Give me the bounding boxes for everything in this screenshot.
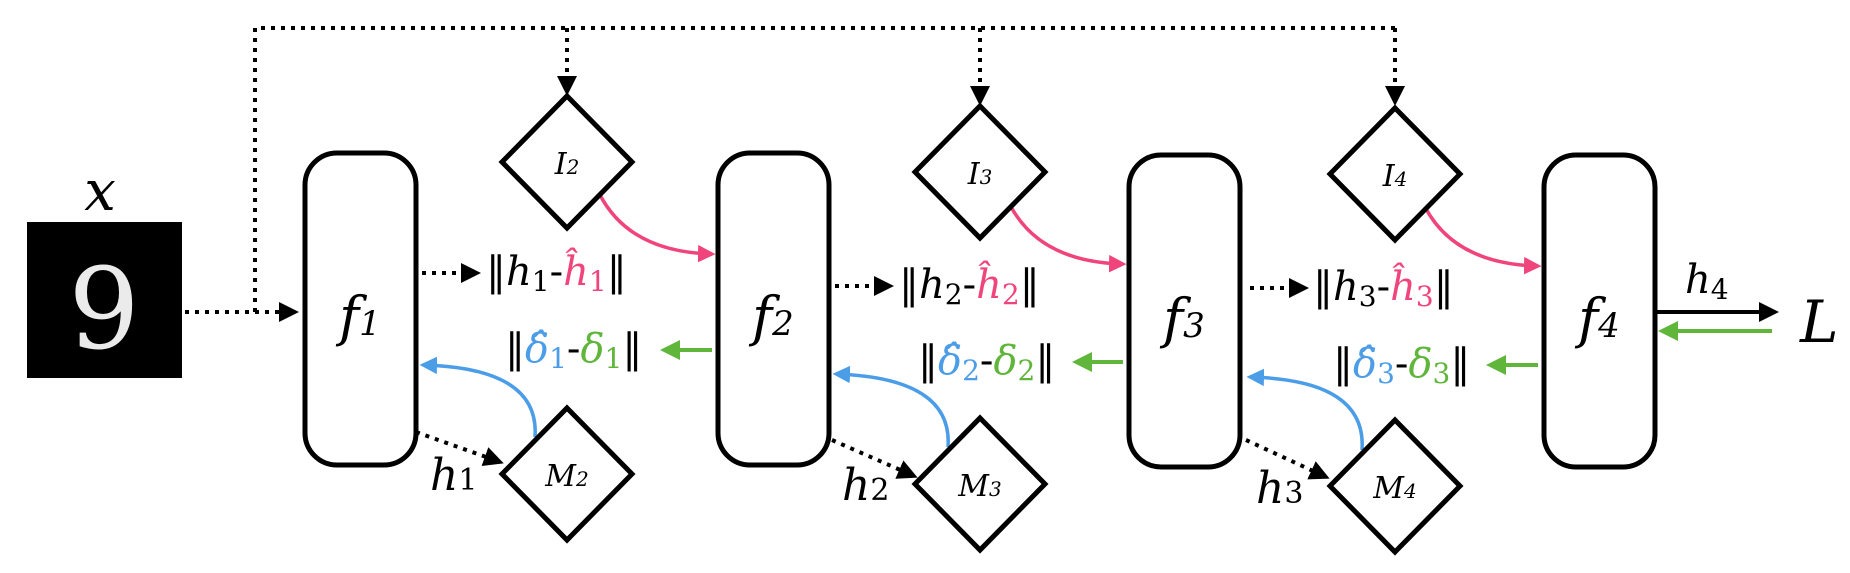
input-image: 9	[27, 222, 182, 378]
hidden-label-h1: h1	[430, 450, 477, 501]
diamond-M2	[498, 404, 636, 544]
label-I3: I3	[967, 157, 993, 192]
grad-loss-2: ‖δ̂2-δ2‖	[918, 338, 1055, 387]
block-f1	[302, 150, 419, 468]
inverse-diamonds	[498, 92, 1464, 244]
label-I2: I2	[554, 147, 580, 182]
target-loss-2: ‖h2-ĥ2‖	[899, 261, 1040, 311]
block-f2	[715, 150, 832, 468]
diamond-I4	[1326, 104, 1464, 244]
diamond-I2	[498, 92, 636, 232]
diamond-I3	[911, 102, 1049, 242]
target-losses: ‖h1-ĥ1‖ ‖h2-ĥ2‖ ‖h3-ĥ3‖	[486, 248, 1454, 313]
output-h4-label: h4	[1685, 257, 1729, 306]
forward-model-inputs	[415, 430, 1330, 480]
input-label: x	[84, 159, 116, 224]
target-paths	[598, 194, 1542, 275]
target-loss-3: ‖h3-ĥ3‖	[1313, 263, 1454, 313]
gradient-losses: ‖δ̂1-δ1‖ ‖δ̂2-δ2‖ ‖δ̂3-δ3‖	[505, 326, 1470, 390]
output-arrows	[1655, 302, 1779, 341]
forward-diamonds	[498, 404, 1464, 556]
input-digit: 9	[68, 245, 139, 375]
forward-labels: M2 M3 M4	[544, 459, 1416, 506]
inverse-labels: I2 I3 I4	[554, 147, 1408, 194]
gradient-paths	[660, 340, 1538, 375]
hidden-label-h3: h3	[1256, 463, 1303, 514]
block-f3	[1126, 152, 1243, 470]
label-M2: M2	[544, 459, 588, 494]
hidden-labels: h1 h2 h3	[430, 450, 1303, 514]
label-M4: M4	[1372, 471, 1416, 506]
block-f4	[1541, 152, 1658, 470]
grad-loss-3: ‖δ̂3-δ3‖	[1333, 341, 1470, 390]
diamond-M4	[1326, 416, 1464, 556]
target-loss-1: ‖h1-ĥ1‖	[486, 248, 627, 298]
hidden-label-h2: h2	[842, 460, 889, 511]
layer-blocks	[302, 150, 1658, 470]
label-M3: M3	[957, 469, 1001, 504]
label-I4: I4	[1382, 159, 1408, 194]
gradient-estimate-paths	[419, 356, 1364, 451]
loss-label: L	[1799, 288, 1839, 356]
block-label-f4: f4	[1574, 287, 1620, 350]
diamond-M3	[911, 414, 1049, 554]
grad-loss-1: ‖δ̂1-δ1‖	[505, 326, 642, 375]
